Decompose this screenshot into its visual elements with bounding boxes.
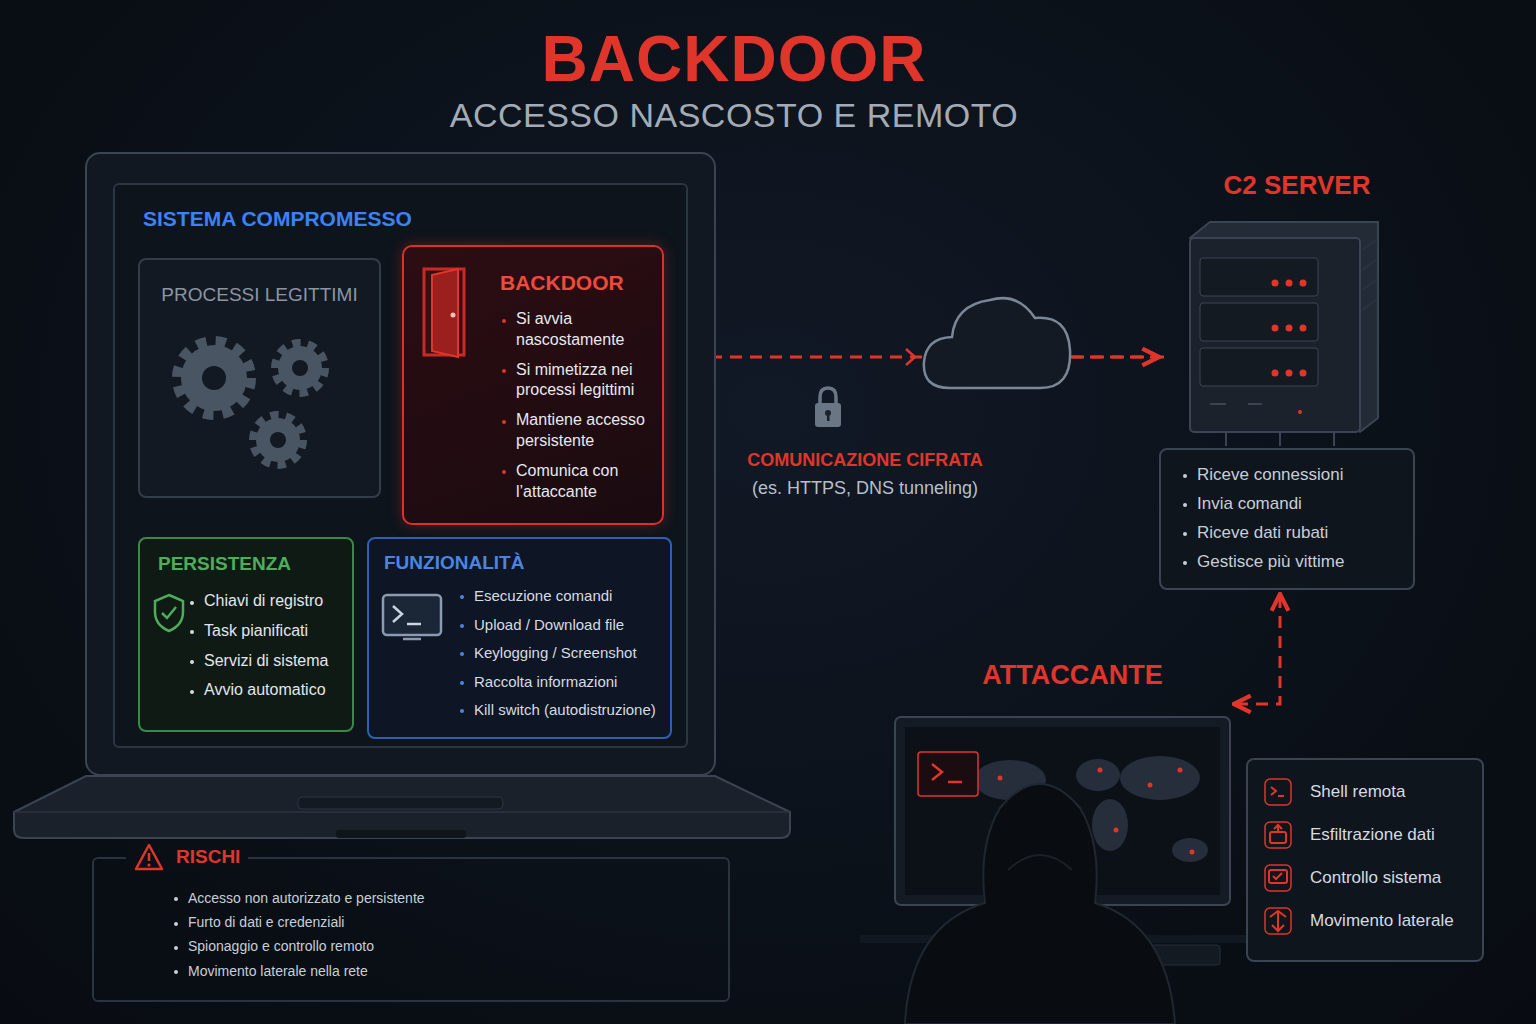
process-box: PROCESSI LEGITTIMI: [138, 258, 381, 498]
c2-server: C2 SERVER Riceve connessioniInvia comandi…: [1159, 170, 1415, 588]
capability-icon: [1264, 778, 1292, 806]
channel-note: (es. HTTPS, DNS tunneling): [715, 478, 1015, 499]
backdoor-box: BACKDOOR Si avvia nascostamente Si mimetiz…: [402, 245, 664, 525]
heading: SISTEMA COMPROMESSO: [143, 207, 658, 231]
bullet-item: Keylogging / Screenshot: [458, 643, 662, 663]
bullet-item: Comunica con l’attaccante: [500, 461, 652, 503]
bullet-list: Esecuzione comandiUpload / Download file…: [458, 586, 662, 720]
warning-icon: [134, 843, 164, 871]
bullet-item: Chiavi di registro: [188, 591, 342, 612]
bullet-item: Riceve connessioni: [1181, 464, 1403, 486]
persistence-box: PERSISTENZA Chiavi di registroTask pianif…: [138, 537, 354, 732]
heading: ATTACCANTE: [895, 660, 1230, 691]
capability-icon: [1264, 907, 1292, 935]
bullet-item: Accesso non autorizzato e persistente: [172, 889, 718, 907]
bullet-item: Task pianificati: [188, 621, 342, 642]
bullet-item: Spionaggio e controllo remoto: [172, 937, 718, 955]
bullet-item: Movimento laterale nella rete: [172, 962, 718, 980]
capability-item: Movimento laterale: [1264, 907, 1472, 935]
capability-icon: [1264, 864, 1292, 892]
channel-label: COMUNICAZIONE CIFRATA: [715, 450, 1015, 471]
bullet-list: Si avvia nascostamente Si mimetizza nei p…: [500, 309, 652, 502]
heading: C2 SERVER: [1159, 170, 1415, 201]
attacker-illustration: [860, 717, 1280, 1024]
door-icon: [420, 265, 476, 365]
capability-text: Controllo sistema: [1310, 868, 1441, 888]
server-icon: [1190, 222, 1378, 446]
capability-text: Esfiltrazione dati: [1310, 825, 1435, 845]
cloud: [906, 298, 1170, 388]
connector: [1236, 596, 1280, 704]
bullet-item: Gestisce più vittime: [1181, 551, 1403, 573]
risk-box: RISCHIAccesso non autorizzato e persiste…: [92, 857, 730, 1002]
title: BACKDOOR: [434, 22, 1034, 96]
gears-icon: [170, 328, 350, 492]
capability-item: Esfiltrazione dati: [1264, 821, 1472, 849]
risk-heading: RISCHI: [126, 843, 248, 871]
bullet-item: Mantiene accesso persistente: [500, 410, 652, 452]
bullet-item: Esecuzione comandi: [458, 586, 662, 606]
bullet-list: Chiavi di registroTask pianificatiServiz…: [188, 591, 342, 701]
capability-text: Movimento laterale: [1310, 911, 1454, 931]
bullet-item: Invia comandi: [1181, 493, 1403, 515]
bullet-item: Riceve dati rubati: [1181, 522, 1403, 544]
attacker: ATTACCANTE: [895, 660, 1230, 908]
bullet-item: Avvio automatico: [188, 680, 342, 701]
capability-icon: [1264, 821, 1292, 849]
bullet-item: Furto di dati e credenziali: [172, 913, 718, 931]
bullet-item: Raccolta informazioni: [458, 672, 662, 692]
bullet-item: Si avvia nascostamente: [500, 309, 652, 351]
bullet-item: Kill switch (autodistruzione): [458, 700, 662, 720]
bullet-item: Servizi di sistema: [188, 651, 342, 672]
heading: BACKDOOR: [500, 271, 652, 295]
terminal-icon: [381, 593, 443, 647]
shield-icon: [152, 593, 186, 637]
function-box: FUNZIONALITÀ Esecuzione comandiUpload / D…: [367, 537, 672, 739]
subtitle: ACCESSO NASCOSTO E REMOTO: [374, 96, 1094, 135]
capability-item: Controllo sistema: [1264, 864, 1472, 892]
lock-icon: [815, 388, 841, 427]
heading: PERSISTENZA: [158, 553, 342, 575]
system-screen: SISTEMA COMPROMESSO PROCESSI LEGITTIMI BAC…: [113, 183, 688, 748]
heading: RISCHI: [176, 846, 240, 868]
heading: PROCESSI LEGITTIMI: [150, 284, 369, 306]
c2-list-box: Riceve connessioniInvia comandiRiceve da…: [1159, 448, 1415, 590]
capability-item: Shell remota: [1264, 778, 1472, 806]
bullet-item: Si mimetizza nei processi legittimi: [500, 360, 652, 402]
heading: FUNZIONALITÀ: [384, 552, 662, 574]
capability-box: Shell remotaEsfiltrazione datiControllo …: [1246, 758, 1484, 962]
capability-text: Shell remota: [1310, 782, 1405, 802]
laptop: [14, 153, 790, 838]
bullet-item: Upload / Download file: [458, 615, 662, 635]
